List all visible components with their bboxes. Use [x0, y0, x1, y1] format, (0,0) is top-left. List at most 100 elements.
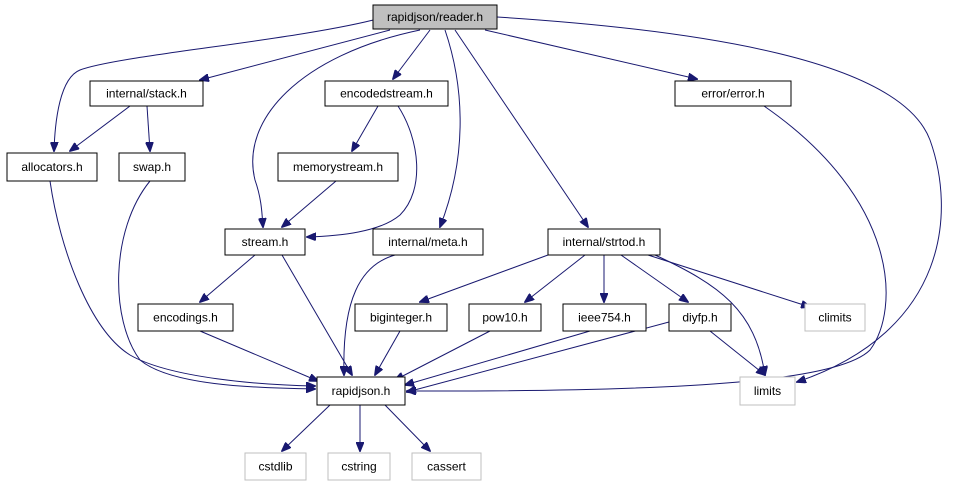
edge-reader-to-allocators	[54, 17, 382, 151]
node-strtod[interactable]: internal/strtod.h	[547, 228, 661, 256]
node-error[interactable]: error/error.h	[674, 80, 792, 107]
node-box	[547, 228, 661, 256]
node-label: pow10.h	[482, 311, 527, 325]
edge-rapidjson-to-cassert	[384, 404, 430, 451]
edge-line	[654, 254, 765, 375]
node-box	[316, 376, 406, 406]
edge-stack-to-allocators	[70, 105, 131, 151]
node-box	[324, 80, 449, 107]
edge-memorystream-to-stream	[282, 180, 337, 227]
node-label: error/error.h	[701, 87, 764, 101]
edge-reader-to-stack	[200, 29, 391, 80]
node-label: rapidjson/reader.h	[387, 10, 483, 24]
edge-line	[620, 254, 688, 302]
node-box	[137, 303, 234, 332]
node-encodedstream[interactable]: encodedstream.h	[324, 80, 449, 107]
edge-line	[200, 29, 391, 80]
edge-encodings-to-rapidjson	[199, 330, 318, 381]
edge-ieee754-to-rapidjson	[405, 330, 591, 385]
node-label: memorystream.h	[293, 160, 383, 174]
node-climits: climits	[804, 303, 866, 332]
node-label: biginteger.h	[370, 311, 432, 325]
edge-line	[405, 330, 591, 385]
node-box	[674, 80, 792, 107]
edge-line	[282, 180, 337, 227]
node-encodings[interactable]: encodings.h	[137, 303, 234, 332]
node-box	[354, 303, 448, 332]
edge-diyfp-to-rapidjson	[407, 321, 670, 392]
node-ieee754[interactable]: ieee754.h	[562, 303, 647, 332]
node-label: ieee754.h	[578, 311, 631, 325]
edge-rapidjson-to-cstdlib	[282, 404, 331, 451]
edge-stream-to-encodings	[200, 254, 256, 302]
edge-strtod-to-diyfp	[620, 254, 688, 302]
node-label: rapidjson.h	[332, 384, 391, 398]
node-pow10[interactable]: pow10.h	[468, 303, 542, 332]
node-swap[interactable]: swap.h	[118, 152, 186, 182]
node-cstring: cstring	[327, 452, 391, 481]
node-box	[224, 228, 306, 256]
node-biginteger[interactable]: biginteger.h	[354, 303, 448, 332]
edge-encodedstream-to-stream	[307, 105, 418, 237]
edge-strtod-to-limits	[654, 254, 765, 375]
edge-line	[440, 29, 461, 227]
node-box	[277, 152, 399, 182]
edge-line	[420, 254, 549, 302]
node-label: cstring	[341, 460, 376, 474]
edge-line	[344, 254, 396, 375]
edge-strtod-to-climits	[647, 254, 810, 307]
node-stream[interactable]: stream.h	[224, 228, 306, 256]
node-box	[411, 452, 482, 481]
edge-stream-to-rapidjson	[281, 254, 352, 375]
edge-line	[384, 404, 430, 451]
edge-line	[647, 254, 810, 307]
edge-line	[496, 16, 942, 382]
node-rapidjson[interactable]: rapidjson.h	[316, 376, 406, 406]
edge-reader-to-stream	[252, 29, 421, 227]
node-stack[interactable]: internal/stack.h	[89, 80, 204, 107]
node-meta[interactable]: internal/meta.h	[372, 228, 484, 256]
edge-line	[199, 330, 318, 381]
node-allocators[interactable]: allocators.h	[6, 152, 98, 182]
edge-line	[282, 404, 331, 451]
node-label: encodings.h	[153, 311, 218, 325]
node-label: cstdlib	[258, 460, 292, 474]
node-box	[327, 452, 391, 481]
edge-reader-to-meta	[440, 29, 461, 227]
node-label: climits	[818, 311, 851, 325]
edge-stack-to-swap	[147, 105, 150, 151]
edge-allocators-to-rapidjson	[49, 180, 315, 386]
node-memorystream[interactable]: memorystream.h	[277, 152, 399, 182]
node-label: encodedstream.h	[340, 87, 433, 101]
edge-error-to-rapidjson	[407, 105, 887, 391]
node-box	[372, 4, 498, 30]
edge-strtod-to-biginteger	[420, 254, 549, 302]
node-box	[468, 303, 542, 332]
edge-line	[307, 105, 418, 237]
node-limits: limits	[739, 376, 796, 406]
node-label: internal/stack.h	[106, 87, 187, 101]
node-box	[118, 152, 186, 182]
edge-line	[375, 330, 401, 375]
node-box	[562, 303, 647, 332]
nodes: rapidjson/reader.h internal/stack.h encode…	[6, 4, 866, 481]
edge-reader-to-encodedstream	[393, 29, 431, 79]
node-box	[244, 452, 307, 481]
edge-line	[454, 29, 588, 227]
edge-line	[709, 330, 765, 375]
edge-line	[407, 105, 887, 391]
edge-biginteger-to-rapidjson	[375, 330, 401, 375]
node-label: stream.h	[242, 235, 289, 249]
node-label: allocators.h	[21, 160, 82, 174]
node-label: internal/strtod.h	[563, 235, 646, 249]
node-reader[interactable]: rapidjson/reader.h	[372, 4, 498, 30]
edge-strtod-to-pow10	[525, 254, 586, 302]
node-box	[804, 303, 866, 332]
node-label: diyfp.h	[682, 311, 717, 325]
edge-pow10-to-rapidjson	[395, 330, 491, 380]
node-label: limits	[754, 384, 781, 398]
edge-line	[54, 17, 382, 151]
node-diyfp[interactable]: diyfp.h	[668, 303, 732, 332]
node-cassert: cassert	[411, 452, 482, 481]
node-box	[89, 80, 204, 107]
